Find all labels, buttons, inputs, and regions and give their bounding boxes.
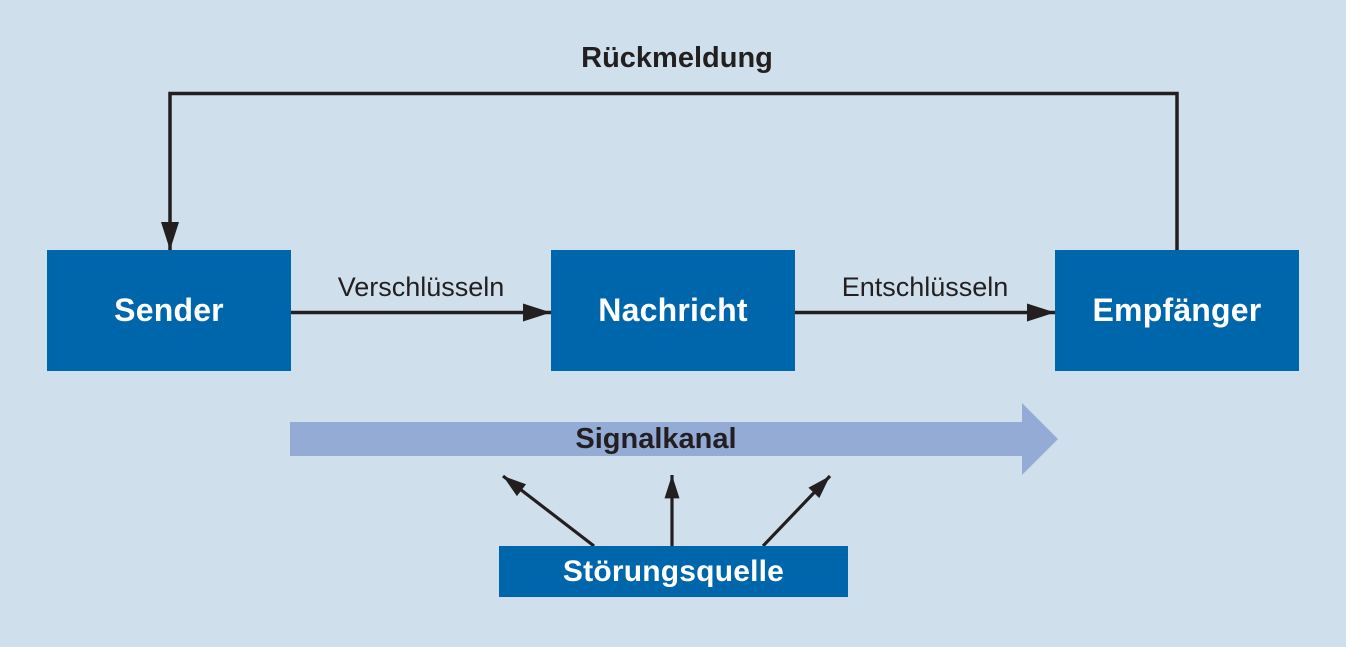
feedback-label: Rückmeldung [581, 42, 773, 74]
sender-node: Sender [47, 250, 291, 371]
sender-node-label: Sender [114, 292, 224, 328]
stoerungsquelle-node: Störungsquelle [499, 546, 848, 597]
empfaenger-node-label: Empfänger [1092, 292, 1262, 328]
feedback-arrow [161, 91, 1179, 250]
stoerungsquelle-node-label: Störungsquelle [562, 554, 785, 588]
signal-channel-label: Signalkanal [575, 423, 737, 455]
empfaenger-node: Empfänger [1055, 250, 1299, 371]
signal-channel-arrow [290, 403, 1058, 475]
nachricht-node-label: Nachricht [598, 292, 748, 328]
decode-label: Entschlüsseln [841, 272, 1009, 302]
noise-arrow-right [761, 474, 832, 548]
nachricht-node: Nachricht [551, 250, 795, 371]
encode-label: Verschlüsseln [337, 272, 505, 302]
noise-arrow-left [502, 474, 595, 548]
